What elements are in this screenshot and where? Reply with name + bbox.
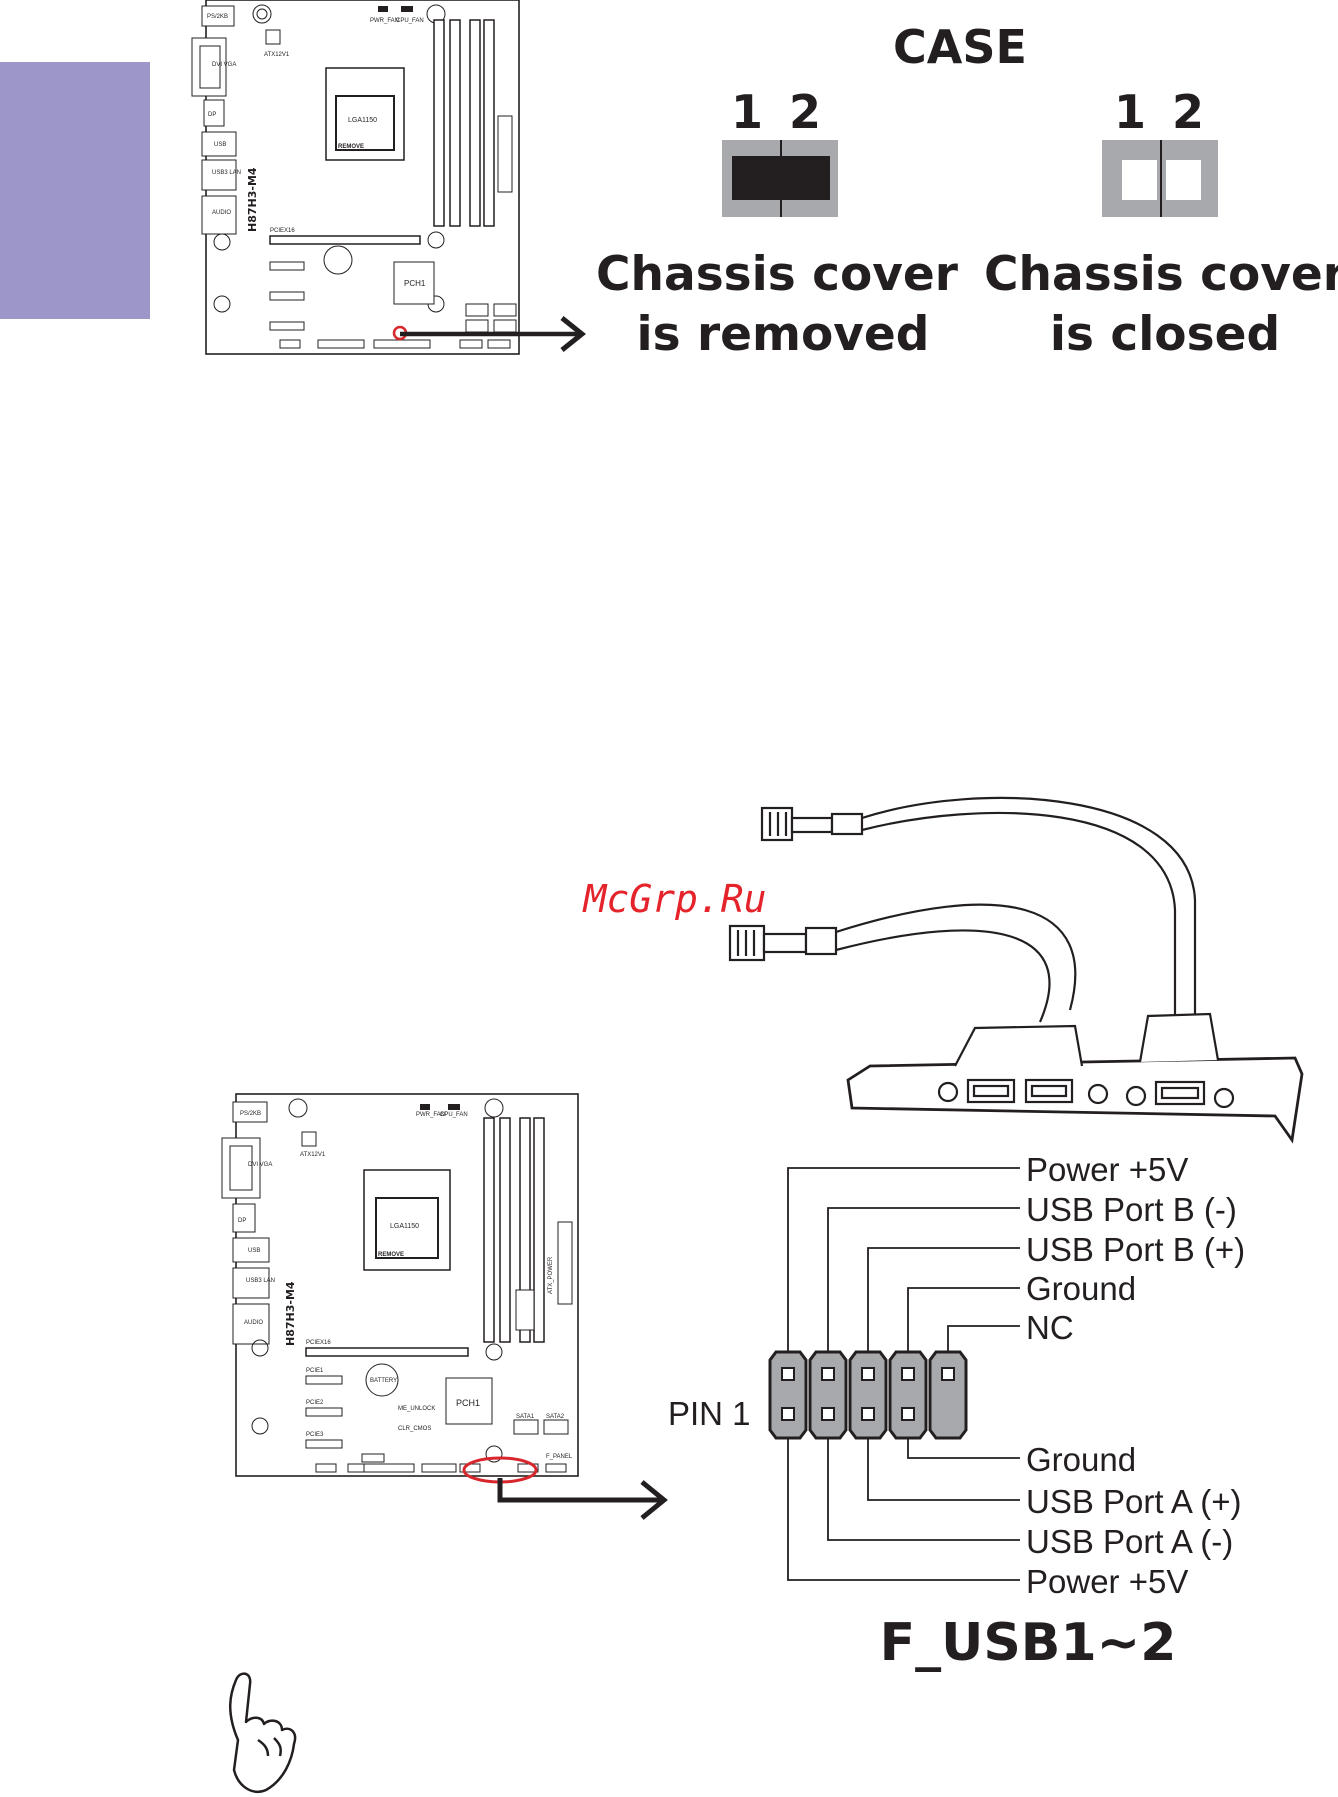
label-dp: DP	[208, 112, 216, 118]
pin-label-bottom-0: Ground	[1026, 1441, 1136, 1478]
label-usb3-lan: USB3 LAN	[212, 170, 241, 176]
usb-bracket-illustration	[728, 796, 1304, 1144]
label-pwr-fan: PWR_FAN	[370, 18, 399, 24]
label-sata1-b: SATA1	[516, 1414, 535, 1420]
jumper-closed-pin-1: 1	[1114, 85, 1146, 139]
label-me-unlock-b: ME_UNLOCK	[398, 1406, 435, 1412]
label-dvi-b: DVI VGA	[248, 1162, 272, 1168]
jumper-closed-caption-2: is closed	[1050, 307, 1280, 362]
label-socket-sub-b: REMOVE	[378, 1252, 404, 1258]
side-tab	[0, 62, 150, 319]
f-usb-pinout: Power +5V USB Port B (-) USB Port B (+) …	[668, 1151, 1245, 1600]
label-pcie2-b: PCIE2	[306, 1400, 324, 1406]
jumper-closed: 1 2 Chassis cover is closed	[984, 85, 1338, 362]
arrow-to-case-jumper	[400, 316, 587, 352]
label-model-b: H87H3-M4	[284, 1281, 297, 1346]
label-usb3-lan-b: USB3 LAN	[246, 1278, 275, 1284]
label-pcie1-b: PCIE1	[306, 1368, 324, 1374]
label-audio: AUDIO	[212, 210, 231, 216]
jumper-removed: 1 2 Chassis cover is removed	[596, 85, 959, 362]
pin-label-top-0: Power +5V	[1026, 1151, 1188, 1188]
pin-label-bottom-3: Power +5V	[1026, 1563, 1188, 1600]
pointing-hand-icon	[229, 1672, 297, 1793]
case-title: CASE	[893, 20, 1027, 74]
label-ps2-b: PS/2KB	[240, 1111, 261, 1117]
label-socket-sub-top: REMOVE	[338, 144, 364, 150]
jumper-removed-caption-1: Chassis cover	[596, 247, 959, 302]
pin-label-top-2: USB Port B (+)	[1026, 1231, 1245, 1268]
jumper-removed-caption-2: is removed	[637, 307, 930, 362]
label-usb: USB	[214, 142, 226, 148]
label-model-top: H87H3-M4	[246, 167, 259, 232]
label-dp-b: DP	[238, 1218, 246, 1224]
label-audio-b: AUDIO	[244, 1320, 263, 1326]
label-battery-b: BATTERY	[370, 1378, 397, 1384]
label-socket-b: LGA1150	[390, 1223, 419, 1230]
pin-label-bottom-2: USB Port A (-)	[1026, 1523, 1233, 1560]
label-cpu-fan: CPU_FAN	[396, 18, 424, 24]
label-ps2: PS/2KB	[207, 14, 228, 20]
label-atx-power-b: ATX_POWER	[548, 1256, 554, 1294]
motherboard-diagram-top: PS/2KB DVI VGA DP USB USB3 LAN AUDIO ATX…	[191, 0, 520, 355]
label-f-panel-b: F_PANEL	[546, 1454, 573, 1460]
label-pch-b: PCH1	[456, 1398, 480, 1408]
pin-label-top-3: Ground	[1026, 1270, 1136, 1307]
jumper-closed-caption-1: Chassis cover	[984, 247, 1338, 302]
f-usb-title: F_USB1~2	[880, 1613, 1177, 1673]
label-pwr-fan-b: PWR_FAN	[416, 1112, 445, 1118]
watermark: McGrp.Ru	[581, 877, 766, 921]
label-clr-cmos-b: CLR_CMOS	[398, 1426, 431, 1432]
pin1-label: PIN 1	[668, 1395, 751, 1432]
jumper-removed-pin-2: 2	[789, 85, 821, 139]
label-pciex16-b: PCIEX16	[306, 1340, 331, 1346]
label-dvi: DVI VGA	[212, 62, 236, 68]
motherboard-diagram-bottom: PS/2KB DVI VGA DP USB USB3 LAN AUDIO ATX…	[221, 1093, 579, 1484]
label-sata2-b: SATA2	[546, 1414, 565, 1420]
pin-label-top-4: NC	[1026, 1309, 1074, 1346]
jumper-removed-pin-1: 1	[731, 85, 763, 139]
label-pcie3-b: PCIE3	[306, 1432, 324, 1438]
label-socket-top: LGA1150	[348, 117, 377, 124]
label-usb-b: USB	[248, 1248, 260, 1254]
label-pch-top: PCH1	[404, 279, 426, 288]
jumper-closed-pin-2: 2	[1172, 85, 1204, 139]
label-pciex16-top: PCIEX16	[270, 228, 295, 234]
pin-label-top-1: USB Port B (-)	[1026, 1191, 1237, 1228]
label-atx12v-b: ATX12V1	[300, 1152, 326, 1158]
pin-label-bottom-1: USB Port A (+)	[1026, 1483, 1242, 1520]
label-cpu-fan-b: CPU_FAN	[440, 1112, 468, 1118]
label-atx12v: ATX12V1	[264, 52, 290, 58]
arrow-to-f-usb-header	[497, 1478, 668, 1520]
